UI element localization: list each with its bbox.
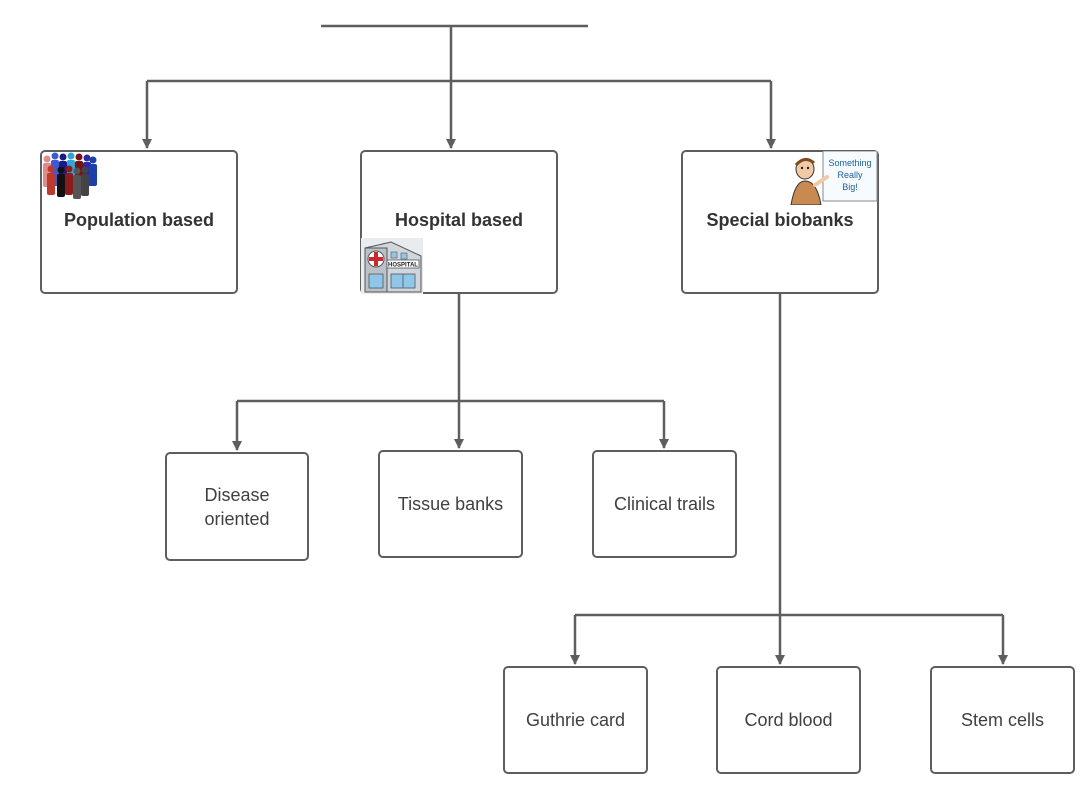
disease-oriented-node[interactable]: Disease oriented (165, 452, 309, 561)
disease-oriented-label-line2: oriented (204, 508, 270, 529)
cord-blood-label: Cord blood (744, 710, 833, 730)
stem-cells-node[interactable]: Stem cells (930, 666, 1075, 774)
person-holding-sign-icon: Something Really Big! (790, 151, 878, 205)
tissue-banks-node[interactable]: Tissue banks (378, 450, 523, 558)
population-based-node[interactable]: Population based (40, 150, 238, 294)
sign-text-line1: Something (828, 158, 871, 168)
disease-oriented-label-line1: Disease (204, 484, 270, 505)
hospital-sign-text: HOSPITAL (388, 263, 418, 269)
sign-text-line3: Big! (842, 182, 858, 192)
people-group-icon (43, 152, 97, 199)
stem-cells-label: Stem cells (960, 710, 1045, 730)
special-biobanks-label: Special biobanks (706, 210, 854, 230)
cord-blood-node[interactable]: Cord blood (716, 666, 861, 774)
tissue-banks-label: Tissue banks (397, 494, 504, 514)
clinical-trails-node[interactable]: Clinical trails (592, 450, 737, 558)
guthrie-card-label: Guthrie card (525, 710, 626, 730)
clinical-trails-label: Clinical trails (613, 494, 716, 514)
hospital-building-icon: HOSPITAL (361, 238, 423, 294)
sign-text-line2: Really (837, 170, 863, 180)
population-based-label: Population based (63, 210, 214, 230)
hospital-based-label: Hospital based (394, 210, 524, 230)
guthrie-card-node[interactable]: Guthrie card (503, 666, 648, 774)
